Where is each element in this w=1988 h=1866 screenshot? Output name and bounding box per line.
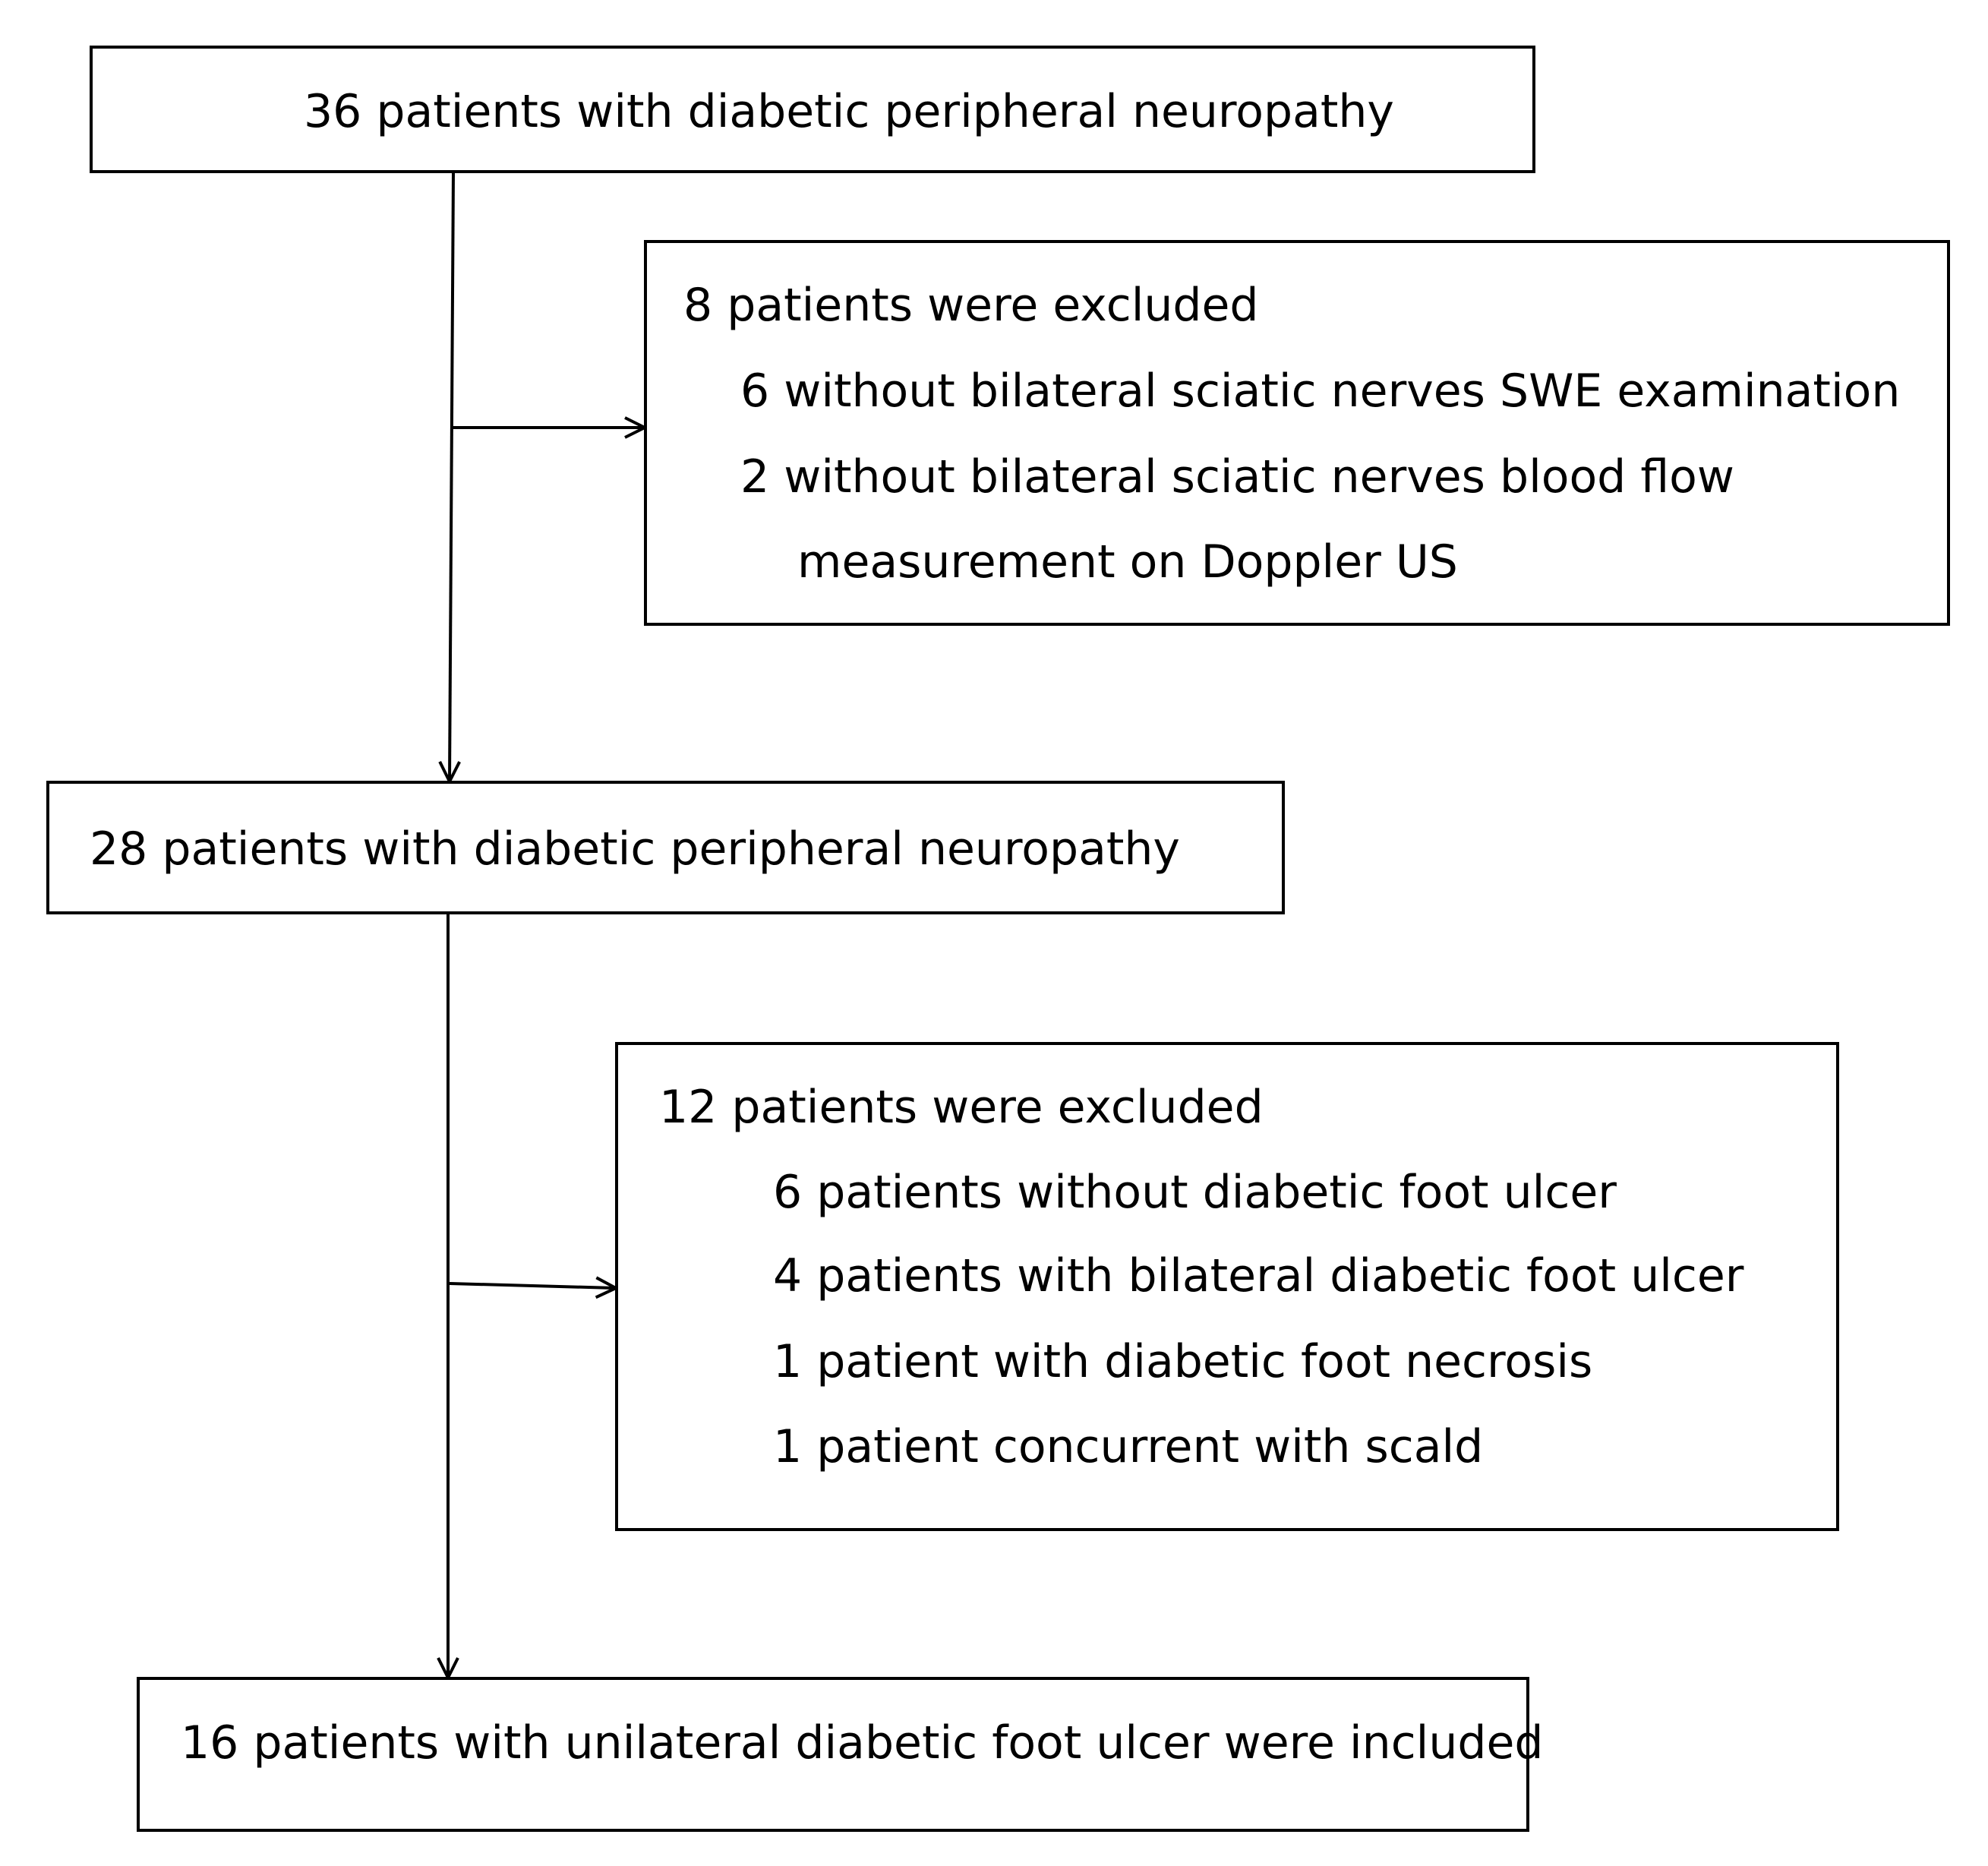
start-box: 36 patients with diabetic peripheral neu… <box>90 46 1535 173</box>
final-box-text: 16 patients with unilateral diabetic foo… <box>181 1716 1543 1770</box>
connector-to-exclusion-2 <box>449 1283 615 1288</box>
exclusion-1-reason-continued: measurement on Doppler US <box>797 535 1458 589</box>
exclusion-2-reason: 6 patients without diabetic foot ulcer <box>773 1166 1617 1219</box>
connector-start-to-middle <box>450 171 453 781</box>
middle-box-text: 28 patients with diabetic peripheral neu… <box>90 822 1180 876</box>
exclusion-2-reason: 4 patients with bilateral diabetic foot … <box>773 1249 1744 1302</box>
exclusion-1-heading: 8 patients were excluded <box>683 279 1259 332</box>
exclusion-2-heading: 12 patients were excluded <box>659 1081 1264 1134</box>
exclusion-2-reason: 1 patient with diabetic foot necrosis <box>773 1335 1592 1388</box>
exclusion-1-reason: 6 without bilateral sciatic nerves SWE e… <box>740 365 1900 418</box>
exclusion-box-1: 8 patients were excluded 6 without bilat… <box>644 240 1950 626</box>
exclusion-2-reason: 1 patient concurrent with scald <box>773 1420 1483 1473</box>
start-box-text: 36 patients with diabetic peripheral neu… <box>304 85 1394 138</box>
exclusion-1-reason: 2 without bilateral sciatic nerves blood… <box>740 450 1734 504</box>
middle-box: 28 patients with diabetic peripheral neu… <box>46 781 1285 914</box>
exclusion-box-2: 12 patients were excluded 6 patients wit… <box>615 1042 1839 1531</box>
final-box: 16 patients with unilateral diabetic foo… <box>137 1677 1543 1832</box>
